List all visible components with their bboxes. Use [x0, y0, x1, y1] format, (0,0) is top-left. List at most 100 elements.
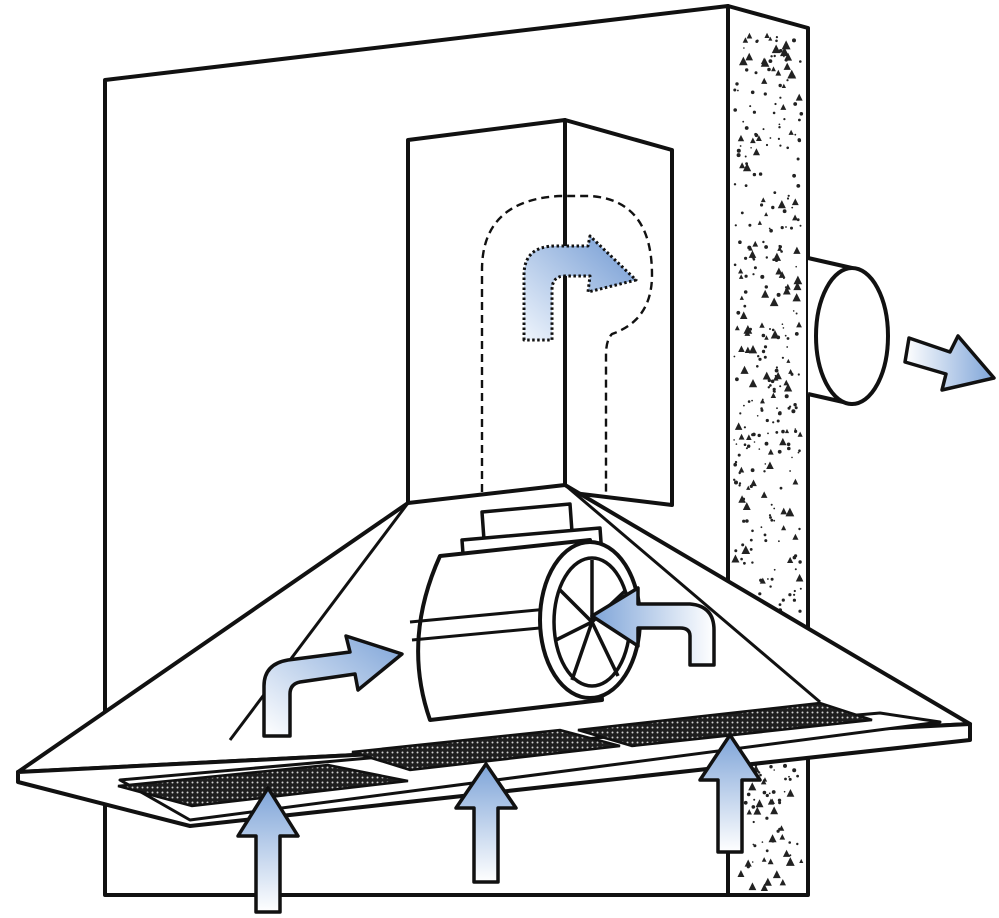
speckle — [777, 200, 786, 209]
speckle — [793, 589, 796, 593]
speckle — [742, 502, 751, 510]
speckle — [779, 833, 786, 840]
speckle — [792, 478, 799, 485]
speckle — [734, 422, 743, 430]
speckle — [735, 82, 739, 86]
speckle — [744, 346, 752, 353]
speckle — [768, 227, 771, 230]
speckle — [750, 468, 755, 473]
speckle — [799, 577, 803, 581]
speckle — [769, 384, 772, 387]
speckle — [744, 256, 748, 260]
speckle — [793, 246, 801, 254]
speckle — [743, 304, 747, 308]
speckle — [767, 578, 769, 580]
speckle — [797, 138, 801, 142]
speckle — [778, 603, 782, 606]
speckle — [736, 153, 741, 158]
speckle — [753, 798, 756, 801]
speckle — [767, 432, 769, 435]
speckle — [747, 400, 751, 403]
speckle — [784, 394, 789, 399]
speckle — [794, 568, 797, 571]
speckle — [778, 825, 785, 831]
speckle — [770, 503, 773, 506]
intake-arrows — [236, 733, 762, 914]
speckle — [795, 93, 803, 101]
speckle — [742, 120, 745, 123]
speckle — [752, 240, 759, 247]
speckle — [758, 448, 761, 450]
speckle — [739, 295, 744, 300]
speckle — [796, 218, 800, 222]
speckle — [743, 443, 747, 447]
speckle — [793, 403, 797, 407]
speckle — [750, 147, 752, 149]
speckle — [775, 267, 783, 275]
speckle — [735, 377, 739, 382]
speckle — [786, 79, 789, 82]
duct-airflow-arrow — [522, 234, 638, 342]
speckle — [786, 146, 789, 150]
speckle — [733, 108, 737, 112]
speckle — [751, 399, 753, 402]
speckle — [782, 286, 791, 295]
speckle — [774, 368, 779, 373]
speckle — [757, 433, 761, 438]
speckle — [757, 771, 761, 774]
speckle — [771, 205, 775, 210]
speckle — [783, 62, 791, 70]
speckle — [778, 244, 781, 247]
speckle — [766, 461, 774, 470]
speckle — [764, 285, 768, 289]
speckle — [752, 273, 755, 276]
speckle — [767, 798, 774, 805]
speckle — [742, 37, 749, 43]
speckle — [739, 162, 746, 169]
speckle — [777, 137, 781, 140]
speckle — [786, 442, 791, 447]
speckle — [733, 439, 735, 441]
speckle — [769, 516, 772, 519]
speckle — [733, 263, 737, 267]
speckle — [792, 38, 796, 43]
speckle — [765, 793, 769, 798]
speckle — [744, 126, 749, 130]
speckle — [770, 518, 774, 522]
speckle — [768, 59, 773, 63]
speckle — [746, 434, 752, 440]
speckle — [799, 587, 802, 590]
speckle — [748, 345, 758, 354]
speckle — [755, 799, 764, 808]
speckle — [780, 47, 789, 57]
speckle — [770, 392, 777, 399]
speckle — [752, 820, 755, 824]
speckle — [763, 345, 768, 349]
speckle — [779, 385, 782, 388]
speckle — [759, 577, 766, 584]
speckle — [773, 519, 776, 522]
speckle — [742, 519, 746, 523]
speckle — [761, 333, 766, 338]
speckle — [777, 798, 782, 802]
speckle — [778, 123, 781, 126]
speckle — [763, 92, 767, 96]
speckle — [781, 429, 785, 434]
speckle — [789, 405, 792, 408]
speckle — [738, 274, 744, 279]
speckle — [746, 865, 750, 869]
intake-arrow-left — [236, 786, 300, 914]
speckle — [796, 321, 802, 328]
speckle — [779, 96, 782, 99]
speckle — [734, 224, 737, 227]
speckle — [737, 870, 745, 877]
speckle — [770, 577, 774, 581]
speckle — [763, 877, 772, 886]
speckle — [795, 312, 798, 315]
speckle — [783, 118, 786, 121]
speckle — [743, 47, 745, 49]
speckle — [778, 540, 780, 543]
speckle — [799, 858, 804, 863]
speckle — [753, 111, 756, 114]
speckle — [760, 203, 764, 207]
